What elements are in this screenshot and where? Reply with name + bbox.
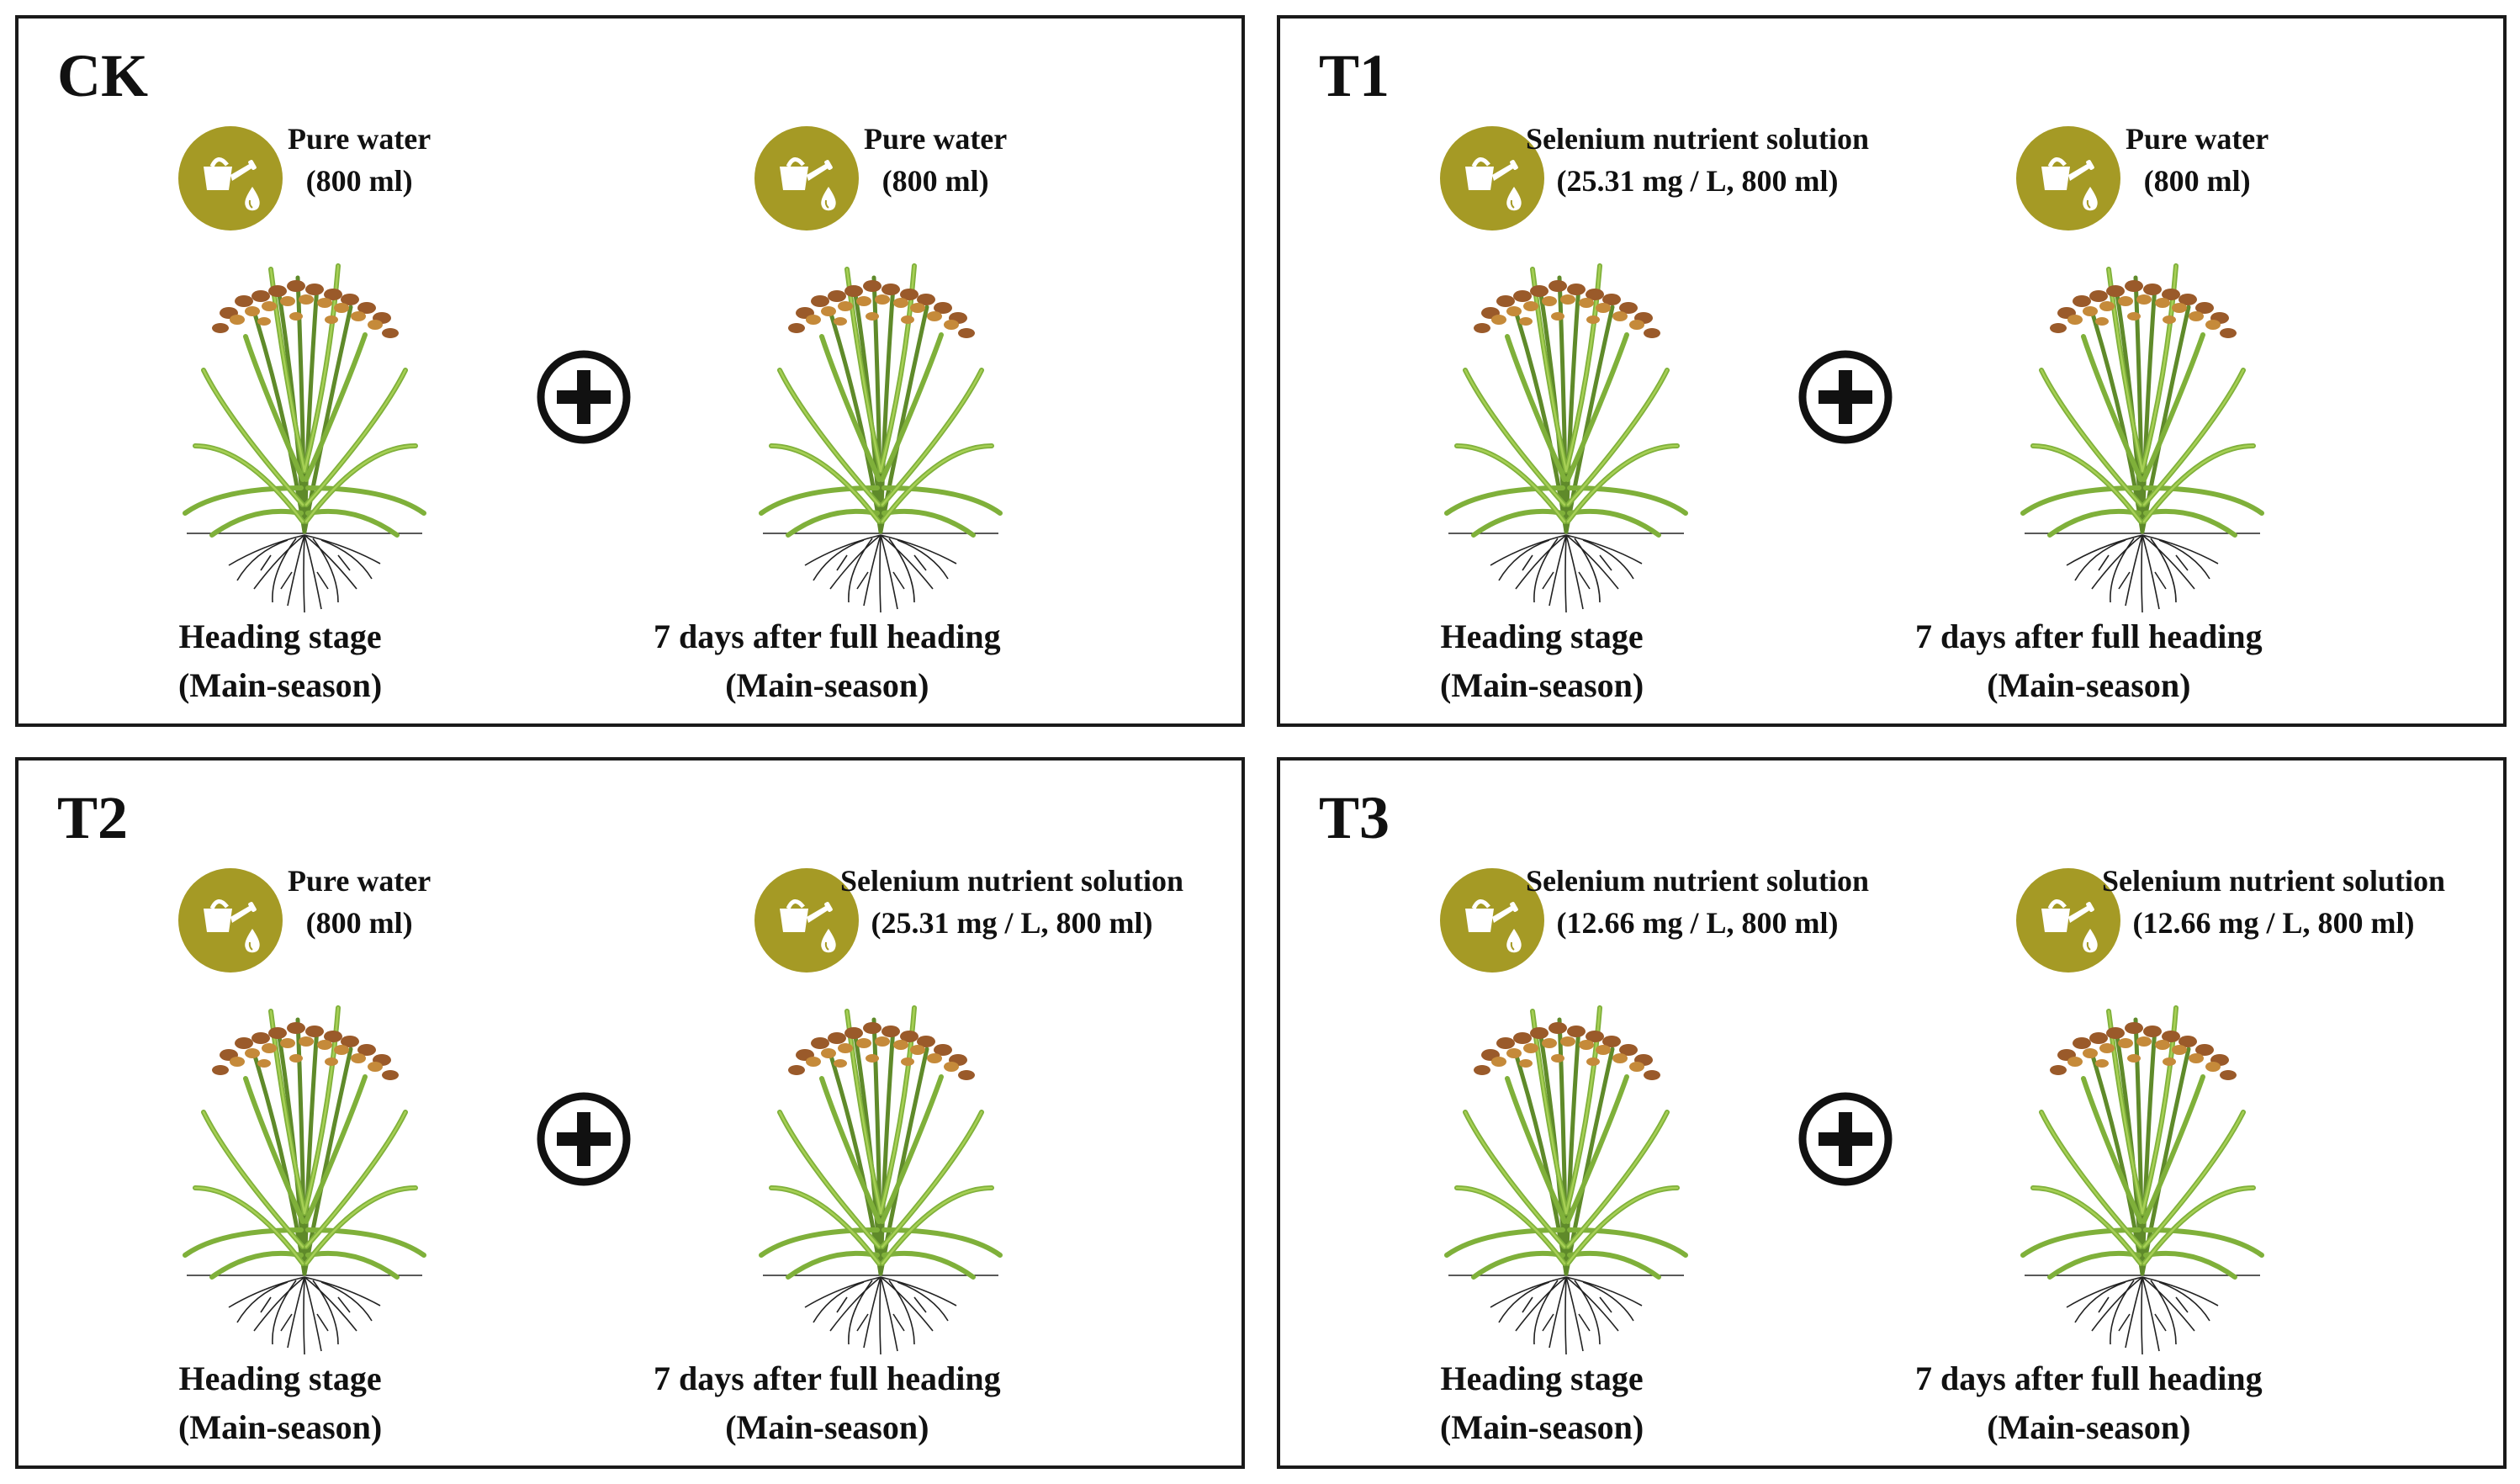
solution-amount: (800 ml) — [881, 164, 989, 198]
stage-name: 7 days after full heading — [654, 617, 1001, 655]
season-name: (Main-season) — [178, 666, 383, 704]
panel-title: T2 — [57, 784, 129, 851]
season-name: (Main-season) — [1987, 1408, 2191, 1446]
solution-amount: (25.31 mg / L, 800 ml) — [1556, 164, 1839, 198]
rice-plant — [746, 236, 1015, 614]
solution-label: Pure water (800 ml) — [2126, 118, 2269, 202]
treatment-slot-right: Pure water (800 ml) 7 days after full he… — [620, 19, 1209, 723]
solution-amount: (12.66 mg / L, 800 ml) — [2132, 906, 2415, 940]
solution-amount: (800 ml) — [305, 906, 413, 940]
treatment-slot-right: Selenium nutrient solution (12.66 mg / L… — [1882, 761, 2470, 1465]
stage-label: 7 days after full heading (Main-season) — [1915, 1354, 2263, 1452]
rice-plant — [2008, 978, 2277, 1356]
stage-label: Heading stage (Main-season) — [178, 1354, 382, 1452]
treatment-slot-left: Pure water (800 ml) Heading stage (Main-… — [44, 19, 633, 723]
solution-name: Selenium nutrient solution — [840, 864, 1184, 898]
solution-name: Selenium nutrient solution — [1526, 864, 1870, 898]
stage-name: 7 days after full heading — [1915, 1359, 2263, 1397]
rice-plant — [1432, 236, 1701, 614]
solution-name: Pure water — [864, 122, 1008, 156]
plus-circle-icon — [535, 348, 633, 446]
panel-title: T1 — [1319, 42, 1390, 109]
solution-label: Selenium nutrient solution (12.66 mg / L… — [2102, 860, 2445, 944]
rice-plant — [746, 978, 1015, 1356]
season-name: (Main-season) — [1987, 666, 2191, 704]
treatment-slot-left: Selenium nutrient solution (12.66 mg / L… — [1305, 761, 1894, 1465]
solution-label: Selenium nutrient solution (12.66 mg / L… — [1526, 860, 1869, 944]
stage-name: Heading stage — [1440, 617, 1644, 655]
watering-can-droplet-icon — [178, 126, 283, 231]
season-name: (Main-season) — [1440, 1408, 1644, 1446]
solution-label: Selenium nutrient solution (25.31 mg / L… — [840, 860, 1183, 944]
stage-label: Heading stage (Main-season) — [178, 612, 382, 710]
rice-plant — [1432, 978, 1701, 1356]
season-name: (Main-season) — [1440, 666, 1644, 704]
treatment-slot-right: Pure water (800 ml) 7 days after full he… — [1882, 19, 2470, 723]
stage-name: Heading stage — [178, 617, 382, 655]
rice-plant — [170, 978, 439, 1356]
solution-name: Pure water — [288, 864, 431, 898]
treatment-slot-right: Selenium nutrient solution (25.31 mg / L… — [620, 761, 1209, 1465]
watering-can-droplet-icon — [2016, 126, 2120, 231]
panel-title: CK — [57, 42, 148, 109]
stage-name: 7 days after full heading — [654, 1359, 1001, 1397]
rice-plant — [2008, 236, 2277, 614]
solution-amount: (800 ml) — [2143, 164, 2251, 198]
solution-amount: (12.66 mg / L, 800 ml) — [1556, 906, 1839, 940]
stage-label: 7 days after full heading (Main-season) — [1915, 612, 2263, 710]
solution-name: Selenium nutrient solution — [2102, 864, 2446, 898]
season-name: (Main-season) — [178, 1408, 383, 1446]
season-name: (Main-season) — [725, 1408, 929, 1446]
treatment-slot-left: Selenium nutrient solution (25.31 mg / L… — [1305, 19, 1894, 723]
solution-name: Pure water — [2126, 122, 2269, 156]
solution-name: Selenium nutrient solution — [1526, 122, 1870, 156]
panel-title: T3 — [1319, 784, 1390, 851]
stage-label: 7 days after full heading (Main-season) — [654, 1354, 1001, 1452]
stage-label: Heading stage (Main-season) — [1440, 612, 1644, 710]
season-name: (Main-season) — [725, 666, 929, 704]
solution-label: Pure water (800 ml) — [288, 118, 431, 202]
stage-label: 7 days after full heading (Main-season) — [654, 612, 1001, 710]
watering-can-droplet-icon — [754, 126, 859, 231]
stage-name: 7 days after full heading — [1915, 617, 2263, 655]
plus-circle-icon — [535, 1090, 633, 1188]
panel-ck: CK Pure water (800 ml) Heading stage (Ma… — [15, 15, 1245, 727]
stage-name: Heading stage — [178, 1359, 382, 1397]
panel-t2: T2 Pure water (800 ml) Heading stage (Ma… — [15, 757, 1245, 1469]
rice-plant — [170, 236, 439, 614]
stage-label: Heading stage (Main-season) — [1440, 1354, 1644, 1452]
solution-name: Pure water — [288, 122, 431, 156]
watering-can-droplet-icon — [178, 868, 283, 973]
treatment-slot-left: Pure water (800 ml) Heading stage (Main-… — [44, 761, 633, 1465]
stage-name: Heading stage — [1440, 1359, 1644, 1397]
solution-label: Pure water (800 ml) — [288, 860, 431, 944]
solution-amount: (800 ml) — [305, 164, 413, 198]
solution-label: Pure water (800 ml) — [864, 118, 1007, 202]
plus-circle-icon — [1797, 1090, 1894, 1188]
plus-circle-icon — [1797, 348, 1894, 446]
panel-t1: T1 Selenium nutrient solution (25.31 mg … — [1277, 15, 2507, 727]
solution-label: Selenium nutrient solution (25.31 mg / L… — [1526, 118, 1869, 202]
solution-amount: (25.31 mg / L, 800 ml) — [871, 906, 1153, 940]
panel-t3: T3 Selenium nutrient solution (12.66 mg … — [1277, 757, 2507, 1469]
